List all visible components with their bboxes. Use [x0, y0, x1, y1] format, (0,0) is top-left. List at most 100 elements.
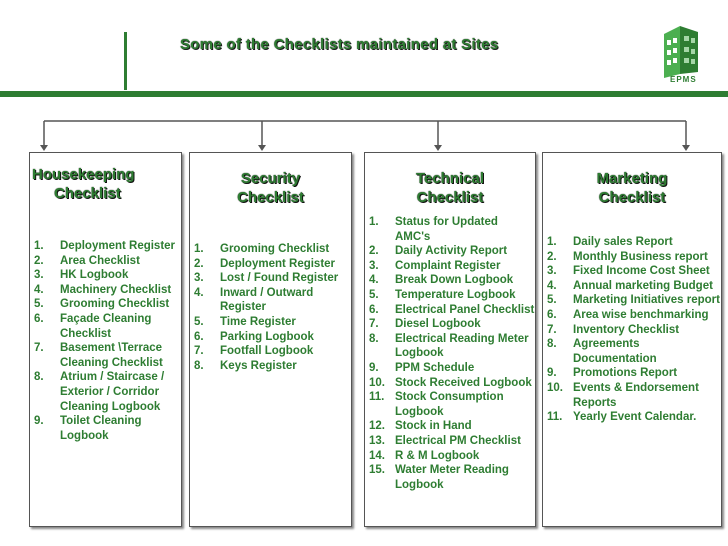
item-text: Deployment Register: [220, 257, 336, 270]
item-text: Area wise benchmarking: [573, 308, 709, 321]
box-title-line: Housekeeping: [32, 166, 135, 183]
item-text: Stock Received Logbook: [395, 376, 532, 389]
item-text: Yearly Event Calendar.: [573, 411, 697, 424]
item-text: Time Register: [220, 315, 296, 328]
item-number: 2.: [547, 250, 557, 263]
list-item: 15. Water Meter Reading Logbook: [365, 463, 535, 492]
item-text: Keys Register: [220, 359, 297, 372]
housekeeping-checklist-box: Housekeeping Checklist 1. Deployment Regi…: [29, 152, 182, 527]
list-item: 6.Area wise benchmarking: [543, 308, 721, 323]
item-number: 11.: [369, 391, 385, 404]
list-item: 4. Inward / Outward Register: [190, 286, 351, 315]
list-item: 4. Annual marketing Budget: [543, 279, 721, 294]
item-text: Temperature Logbook: [395, 288, 516, 301]
item-text: Area Checklist: [60, 254, 140, 267]
item-number: 5.: [34, 298, 44, 311]
list-item: 8.Atrium / Staircase / Exterior / Corrid…: [30, 370, 181, 414]
list-item: 5. Marketing Initiatives report: [543, 293, 721, 308]
item-text: Complaint Register: [395, 259, 501, 272]
item-text: Break Down Logbook: [395, 274, 514, 287]
list-item: 6.Parking Logbook: [190, 330, 351, 345]
item-text: Lost / Found Register: [220, 272, 339, 285]
item-text: Toilet Cleaning Logbook: [60, 415, 142, 442]
checklist-items: 1.Deployment Register 2.Area Checklist 3…: [30, 239, 181, 443]
item-number: 11.: [547, 411, 563, 424]
list-item: 5. Temperature Logbook: [365, 288, 535, 303]
list-item: 14. R & M Logbook: [365, 449, 535, 464]
item-number: 15.: [369, 464, 385, 477]
item-text: Marketing Initiatives report: [573, 294, 720, 307]
item-number: 9.: [547, 367, 557, 380]
item-number: 4.: [547, 279, 557, 292]
box-title-line: Marketing: [596, 170, 668, 187]
list-item: 5. Time Register: [190, 315, 351, 330]
technical-checklist-box: Technical Checklist 1.Status for Updated…: [364, 152, 536, 527]
item-text: Grooming Checklist: [60, 298, 170, 311]
box-title: Technical Checklist: [365, 169, 535, 207]
item-text: Inventory Checklist: [573, 323, 680, 336]
item-number: 12.: [369, 420, 385, 433]
item-text: Diesel Logbook: [395, 318, 481, 331]
list-item: 1.Grooming Checklist: [190, 242, 351, 257]
checklist-items: 1.Daily sales Report 2.Monthly Business …: [543, 235, 721, 425]
item-number: 8.: [369, 332, 379, 345]
item-number: 7.: [547, 323, 557, 336]
page-title: Some of the Checklists maintained at Sit…: [180, 36, 499, 53]
item-number: 13.: [369, 434, 385, 447]
item-number: 5.: [369, 288, 379, 301]
box-title-line: Checklist: [54, 185, 121, 202]
item-text: Monthly Business report: [573, 250, 708, 263]
item-text: Deployment Register: [60, 240, 176, 252]
list-item: 6.Electrical Panel Checklist: [365, 303, 535, 318]
item-text: Water Meter Reading Logbook: [395, 464, 509, 491]
item-text: Events & Endorsement Reports: [573, 381, 699, 409]
checklist-items: 1.Grooming Checklist 2.Deployment Regist…: [190, 242, 351, 373]
list-item: 12. Stock in Hand: [365, 419, 535, 434]
list-item: 4.Machinery Checklist: [30, 283, 181, 298]
box-title-line: Checklist: [237, 189, 304, 206]
list-item: 8. Agreements Documentation: [543, 337, 721, 366]
item-text: Daily Activity Report: [395, 245, 508, 258]
item-text: Footfall Logbook: [220, 345, 314, 358]
item-text: Annual marketing Budget: [573, 279, 713, 292]
box-title-line: Checklist: [598, 189, 666, 206]
item-text: PPM Schedule: [395, 361, 475, 374]
item-text: Agreements Documentation: [573, 338, 657, 365]
list-item: 3.Complaint Register: [365, 259, 535, 274]
list-item: 3.Fixed Income Cost Sheet: [543, 264, 721, 279]
item-number: 5.: [194, 315, 204, 328]
item-number: 14.: [369, 449, 385, 462]
item-number: 6.: [369, 303, 379, 316]
box-title-line: Checklist: [416, 189, 484, 206]
decorative-vertical-line: [124, 32, 127, 90]
item-number: 1.: [194, 243, 204, 255]
list-item: 2. Monthly Business report: [543, 250, 721, 265]
checklist-items: 1.Status for Updated AMC's 2.Daily Activ…: [365, 215, 535, 492]
item-text: Status for Updated AMC's: [395, 216, 498, 243]
item-number: 10.: [547, 381, 563, 394]
header-divider: [0, 91, 728, 97]
list-item: 1.Status for Updated AMC's: [365, 215, 535, 244]
item-number: 8.: [547, 338, 557, 351]
item-number: 7.: [34, 342, 44, 355]
item-number: 5.: [547, 294, 557, 307]
list-item: 9.Promotions Report: [543, 366, 721, 381]
list-item: 10. Events & Endorsement Reports: [543, 381, 721, 410]
item-number: 6.: [194, 330, 204, 343]
list-item: 9.Toilet Cleaning Logbook: [30, 414, 181, 443]
item-text: Inward / Outward Register: [220, 286, 314, 314]
item-number: 3.: [34, 269, 44, 282]
item-number: 4.: [194, 286, 204, 299]
box-title: Marketing Checklist: [543, 169, 721, 207]
list-item: 7. Diesel Logbook: [365, 317, 535, 332]
list-item: 10.Stock Received Logbook: [365, 376, 535, 391]
item-text: Electrical Reading Meter Logbook: [395, 332, 529, 360]
list-item: 2.Daily Activity Report: [365, 244, 535, 259]
item-text: Stock in Hand: [395, 420, 472, 433]
item-number: 7.: [369, 318, 379, 331]
list-item: 11.Stock Consumption Logbook: [365, 390, 535, 419]
item-number: 1.: [34, 240, 44, 252]
item-text: Fixed Income Cost Sheet: [573, 265, 710, 278]
list-item: 7. Inventory Checklist: [543, 323, 721, 338]
box-title-line: Security: [240, 170, 301, 187]
